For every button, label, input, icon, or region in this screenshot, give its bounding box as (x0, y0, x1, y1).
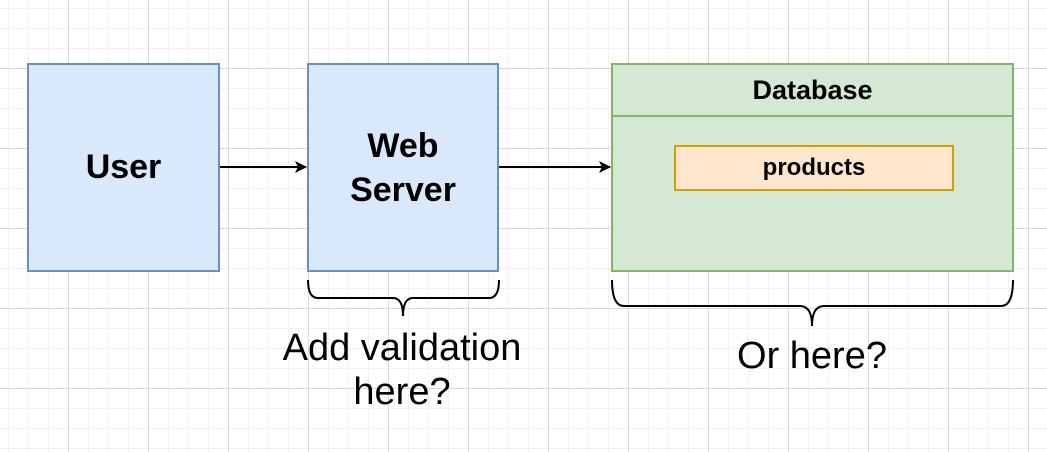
database-header: Database (613, 65, 1012, 117)
web-server-label-line-1: Web (367, 126, 439, 165)
database-annotation: Or here? (662, 334, 962, 378)
server-annotation-line-1: Add validation (282, 327, 522, 369)
server-annotation: Add validation here? (252, 326, 552, 414)
brace-database (611, 279, 1014, 327)
database-annotation-text: Or here? (737, 335, 887, 377)
products-label: products (762, 154, 866, 181)
user-label: User (85, 148, 162, 186)
web-server-label-line-2: Server (350, 170, 456, 209)
products-table: products (674, 145, 954, 191)
web-server-node: Web Server (307, 63, 499, 272)
brace-server (307, 279, 500, 317)
user-node: User (27, 63, 220, 272)
server-annotation-line-2: here? (353, 371, 451, 413)
database-label: Database (752, 74, 873, 105)
database-node: Database products (611, 63, 1014, 272)
